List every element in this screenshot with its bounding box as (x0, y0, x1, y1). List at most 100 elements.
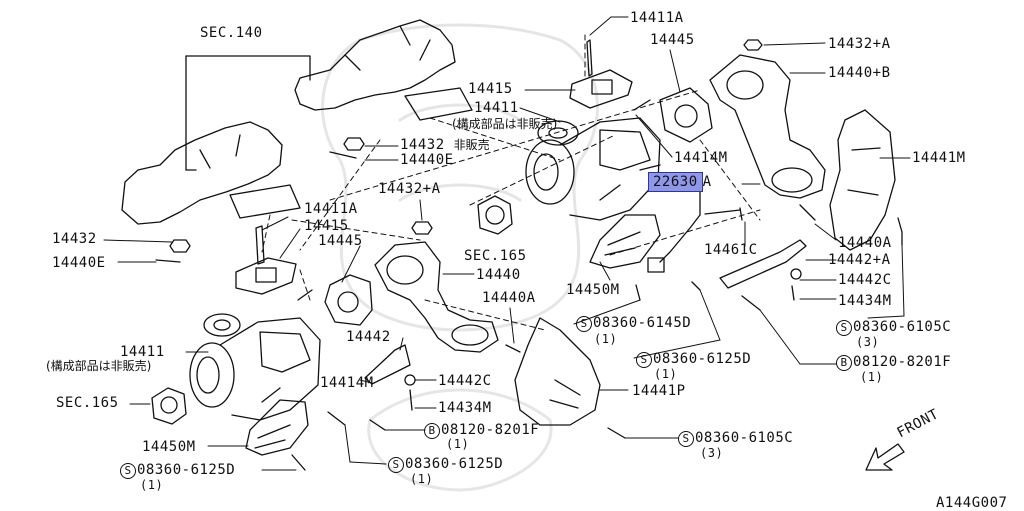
gasket-14445-upper (659, 87, 713, 143)
label-14432-ns-note: 非販売 (453, 138, 490, 152)
label-14440[interactable]: 14440 (476, 267, 521, 283)
qty-8201f-low: (1) (446, 437, 470, 451)
label-14411-low[interactable]: 14411 (120, 344, 165, 360)
label-14441p[interactable]: 14441P (632, 383, 686, 399)
s-mark-icon: S (836, 320, 852, 336)
bracket-14442 (364, 344, 411, 385)
sec140-leader (185, 55, 311, 171)
label-22630-suffix[interactable]: A (702, 174, 712, 190)
label-14442c-right[interactable]: 14442C (838, 272, 892, 288)
highlight-22630[interactable]: 22630 (648, 172, 703, 192)
label-bolt-6125d-left-code[interactable]: 08360-6125D (137, 462, 236, 478)
exhaust-manifold-lower (121, 121, 301, 225)
label-14450m-mid[interactable]: 14450M (566, 282, 620, 298)
s-mark-icon: S (576, 316, 592, 332)
qty-6125d-low: (1) (410, 472, 434, 486)
turbo-14411-lower (189, 313, 321, 421)
qty-6145d: (1) (594, 332, 618, 346)
heat-shield-14441p (514, 317, 601, 426)
label-14442pa[interactable]: 14442+A (828, 252, 891, 268)
b-mark-icon: B (836, 355, 852, 371)
note-not-sold-top: (構成部品は非販売) (452, 117, 558, 131)
turbo-14411-upper (525, 117, 661, 221)
s-mark-icon: S (388, 457, 404, 473)
bolts (155, 39, 903, 471)
label-14440a-mid[interactable]: 14440A (482, 290, 536, 306)
label-14440pb[interactable]: 14440+B (828, 65, 891, 81)
label-14411-top[interactable]: 14411 (474, 100, 519, 116)
label-14432-ns-code[interactable]: 14432 (400, 137, 445, 153)
label-bolt-8201f-right-code[interactable]: 08120-8201F (853, 354, 952, 370)
s-mark-icon: S (678, 431, 694, 447)
bracket-14450m-lower (245, 399, 309, 456)
label-14415-mid[interactable]: 14415 (304, 218, 349, 234)
gasket-14415-upper (569, 69, 633, 109)
o2-sensor-22630 (647, 189, 743, 273)
label-sec165-lower[interactable]: SEC.165 (56, 395, 119, 411)
diagram-code: A144G007 (936, 495, 1008, 511)
label-bolt-6105c-low-code[interactable]: 08360-6105C (695, 430, 794, 446)
label-14411a-top[interactable]: 14411A (630, 10, 684, 26)
label-14432-ns[interactable]: 14432 非販売 (400, 138, 490, 152)
label-14432pa-top[interactable]: 14432+A (828, 36, 891, 52)
label-14411a-mid[interactable]: 14411A (304, 201, 358, 217)
front-arrow-icon (865, 443, 905, 471)
bracket-14442a (719, 239, 807, 289)
watermark-emblem (321, 23, 599, 492)
dashed-guides (261, 34, 761, 331)
label-14440e-top[interactable]: 14440E (400, 152, 454, 168)
label-sec140[interactable]: SEC.140 (200, 25, 263, 41)
label-14414m-top[interactable]: 14414M (674, 150, 728, 166)
s-mark-icon: S (120, 463, 136, 479)
label-bolt-6125d-mid-code[interactable]: 08360-6125D (653, 351, 752, 367)
label-14461c[interactable]: 14461C (704, 242, 758, 258)
label-14445-mid[interactable]: 14445 (318, 233, 363, 249)
qty-6125d-left: (1) (140, 478, 164, 492)
label-14414m-low[interactable]: 14414M (320, 375, 374, 391)
label-14450m-low[interactable]: 14450M (142, 439, 196, 455)
label-14445-top[interactable]: 14445 (650, 32, 695, 48)
note-not-sold-low: (構成部品は非販売) (46, 359, 152, 373)
exhaust-manifold-upper (294, 19, 473, 121)
gasket-14445-lower (324, 274, 373, 326)
label-bolt-6105c-right-code[interactable]: 08360-6105C (853, 319, 952, 335)
label-14434m-right[interactable]: 14434M (838, 293, 892, 309)
heat-shield-14441m (829, 109, 896, 251)
qty-6125d-mid: (1) (654, 367, 678, 381)
gasket-ring-sec165-lower (151, 387, 187, 425)
gasket-ring-sec165-upper (477, 195, 513, 235)
label-14441m[interactable]: 14441M (912, 150, 966, 166)
label-14442c-low[interactable]: 14442C (438, 373, 492, 389)
s-mark-icon: S (636, 352, 652, 368)
exhaust-outlet-14440 (374, 241, 499, 353)
label-14415-top[interactable]: 14415 (468, 81, 513, 97)
label-14432pa-mid[interactable]: 14432+A (378, 181, 441, 197)
label-14440a-right[interactable]: 14440A (838, 235, 892, 251)
label-sec165-upper[interactable]: SEC.165 (464, 248, 527, 264)
label-bolt-6145d-code[interactable]: 08360-6145D (593, 315, 692, 331)
label-bolt-8201f-low-code[interactable]: 08120-8201F (441, 422, 540, 438)
leader-lines (103, 16, 911, 471)
label-bolt-6125d-low-code[interactable]: 08360-6125D (405, 456, 504, 472)
gasket-14415-lower (235, 257, 297, 295)
label-14442[interactable]: 14442 (346, 329, 391, 345)
label-14432-left[interactable]: 14432 (52, 231, 97, 247)
b-mark-icon: B (424, 423, 440, 439)
label-14434m-low[interactable]: 14434M (438, 400, 492, 416)
qty-6105c-right: (3) (856, 335, 880, 349)
qty-6105c-low: (3) (700, 446, 724, 460)
exhaust-outlet-14440b (709, 54, 826, 199)
label-14440e-left[interactable]: 14440E (52, 255, 106, 271)
bracket-14450m-upper (589, 214, 661, 269)
